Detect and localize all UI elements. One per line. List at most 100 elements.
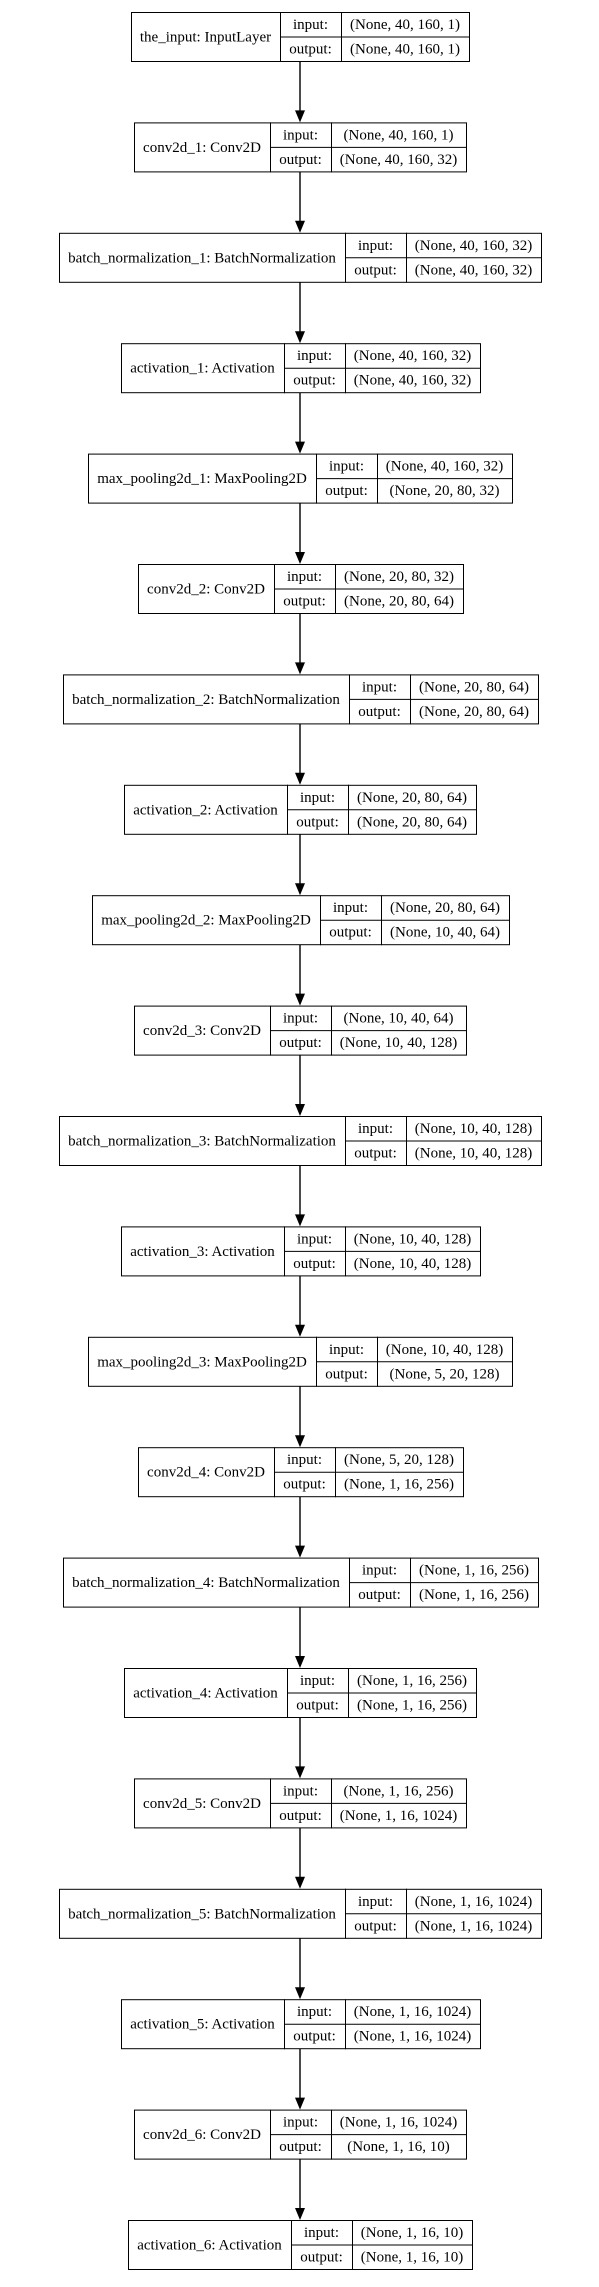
arrowhead-icon <box>295 1324 305 1337</box>
layer-name: max_pooling2d_2: MaxPooling2D <box>101 913 311 929</box>
arrowhead-icon <box>295 1214 305 1227</box>
output-shape: (None, 5, 20, 128) <box>390 1366 500 1382</box>
layer-name: activation_5: Activation <box>130 2017 275 2033</box>
output-label: output: <box>296 1698 339 1714</box>
input-shape: (None, 40, 160, 1) <box>344 127 454 143</box>
layer-node-batch-normalization-3: batch_normalization_3: BatchNormalizatio… <box>59 1116 542 1166</box>
layer-node-activation-2: activation_2: Activation input: output: (No… <box>124 784 477 835</box>
input-shape: (None, 1, 16, 10) <box>361 2225 463 2241</box>
output-shape: (None, 40, 160, 1) <box>350 42 460 58</box>
output-shape: (None, 1, 16, 256) <box>419 1587 529 1603</box>
output-label: output: <box>354 1918 397 1934</box>
layer-name: batch_normalization_1: BatchNormalizatio… <box>68 250 336 266</box>
input-label: input: <box>283 1783 318 1799</box>
output-shape: (None, 1, 16, 1024) <box>415 1918 532 1934</box>
layer-node-conv2d-5: conv2d_5: Conv2D input: output: (None, 1, 1… <box>134 1778 467 1829</box>
layer-name: max_pooling2d_3: MaxPooling2D <box>97 1354 307 1370</box>
input-shape: (None, 1, 16, 256) <box>344 1783 454 1799</box>
layer-name: conv2d_3: Conv2D <box>143 1023 261 1039</box>
output-shape: (None, 10, 40, 128) <box>415 1146 532 1162</box>
input-shape: (None, 10, 40, 128) <box>386 1342 503 1358</box>
layer-name: activation_6: Activation <box>137 2238 282 2254</box>
input-shape: (None, 10, 40, 64) <box>344 1011 454 1027</box>
output-label: output: <box>293 2029 336 2045</box>
layer-name: activation_4: Activation <box>133 1686 278 1702</box>
output-label: output: <box>283 1477 326 1493</box>
output-label: output: <box>279 152 322 168</box>
layer-node-activation-4: activation_4: Activationinput:output:(No… <box>124 1668 477 1718</box>
layer-node-activation-1: activation_1: Activation input: output: (No… <box>121 343 481 394</box>
layer-name: max_pooling2d_1: MaxPooling2D <box>97 471 307 487</box>
layer-name: conv2d_2: Conv2D <box>147 582 265 598</box>
output-shape: (None, 20, 80, 32) <box>390 483 500 499</box>
input-label: input: <box>358 1121 393 1137</box>
output-label: output: <box>325 1366 368 1382</box>
layer-node-max-pooling2d-2: max_pooling2d_2: MaxPooling2Dinput:outpu… <box>92 895 510 946</box>
output-shape: (None, 20, 80, 64) <box>344 594 454 610</box>
connections <box>295 61 305 2220</box>
output-label: output: <box>283 594 326 610</box>
input-label: input: <box>362 1563 397 1579</box>
input-shape: (None, 20, 80, 64) <box>419 679 529 695</box>
input-label: input: <box>293 17 328 33</box>
arrowhead-icon <box>295 772 305 785</box>
layer-node-batch-normalization-5: batch_normalization_5: BatchNormalizatio… <box>59 1888 542 1939</box>
output-label: output: <box>279 2139 322 2155</box>
input-label: input: <box>329 459 364 475</box>
layer-name: conv2d_5: Conv2D <box>143 1796 261 1812</box>
output-shape: (None, 1, 16, 1024) <box>340 1808 457 1824</box>
arrowhead-icon <box>295 1766 305 1779</box>
arrowhead-icon <box>295 1545 305 1558</box>
layer-name: conv2d_6: Conv2D <box>143 2127 261 2143</box>
output-label: output: <box>296 814 339 830</box>
arrowhead-icon <box>295 1876 305 1889</box>
layer-name: conv2d_4: Conv2D <box>147 1465 265 1481</box>
output-shape: (None, 40, 160, 32) <box>354 373 471 389</box>
input-shape: (None, 1, 16, 256) <box>419 1563 529 1579</box>
layer-node-activation-6: activation_6: Activationinput:output:(No… <box>128 2220 473 2270</box>
layer-node-activation-3: activation_3: Activation input: output: (No… <box>121 1226 481 1277</box>
input-label: input: <box>300 1673 335 1689</box>
output-label: output: <box>293 1256 336 1272</box>
output-label: output: <box>279 1808 322 1824</box>
output-shape: (None, 20, 80, 64) <box>419 704 529 720</box>
arrowhead-icon <box>295 331 305 344</box>
input-shape: (None, 10, 40, 128) <box>415 1121 532 1137</box>
output-label: output: <box>325 483 368 499</box>
arrowhead-icon <box>295 1656 305 1668</box>
input-label: input: <box>283 127 318 143</box>
arrowhead-icon <box>295 1104 305 1116</box>
arrowhead-icon <box>295 662 305 675</box>
arrowhead-icon <box>295 441 305 454</box>
arrowhead-icon <box>295 220 305 233</box>
input-shape: (None, 40, 160, 1) <box>350 17 460 33</box>
input-label: input: <box>300 790 335 806</box>
output-label: output: <box>358 704 401 720</box>
input-label: input: <box>297 2004 332 2020</box>
layer-name: activation_2: Activation <box>133 802 278 818</box>
input-label: input: <box>297 348 332 364</box>
layer-node-max-pooling2d-1: max_pooling2d_1: MaxPooling2D input: outpu… <box>88 453 513 504</box>
layer-name: activation_1: Activation <box>130 361 275 377</box>
layer-name: batch_normalization_4: BatchNormalizatio… <box>72 1575 340 1591</box>
output-shape: (None, 40, 160, 32) <box>340 152 457 168</box>
layer-name: activation_3: Activation <box>130 1244 275 1260</box>
input-shape: (None, 1, 16, 1024) <box>415 1894 532 1910</box>
arrowhead-icon <box>295 2208 305 2220</box>
output-label: output: <box>354 1146 397 1162</box>
input-shape: (None, 1, 16, 1024) <box>354 2004 471 2020</box>
output-shape: (None, 10, 40, 128) <box>340 1035 457 1051</box>
input-label: input: <box>283 2115 318 2131</box>
input-shape: (None, 20, 80, 32) <box>344 569 454 585</box>
input-shape: (None, 20, 80, 64) <box>357 790 467 806</box>
input-shape: (None, 40, 160, 32) <box>415 238 532 254</box>
input-label: input: <box>287 1452 322 1468</box>
layer-node-batch-normalization-1: batch_normalization_1: BatchNormalizatio… <box>59 232 542 283</box>
input-label: input: <box>297 1231 332 1247</box>
output-shape: (None, 10, 40, 128) <box>354 1256 471 1272</box>
arrowhead-icon <box>295 993 305 1006</box>
output-label: output: <box>293 373 336 389</box>
output-shape: (None, 10, 40, 64) <box>390 925 500 941</box>
